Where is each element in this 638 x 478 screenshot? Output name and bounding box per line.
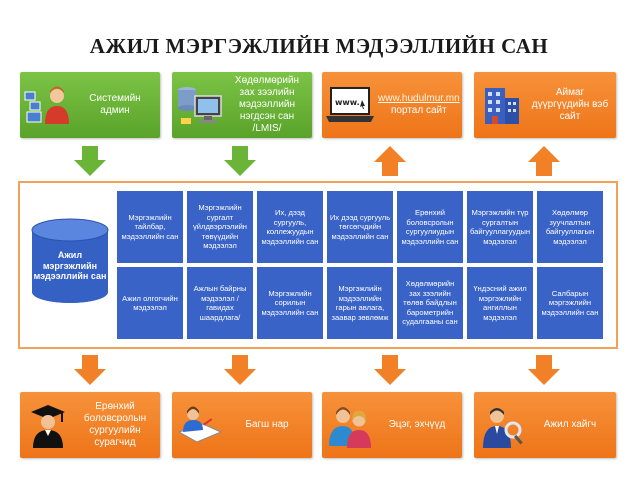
grid-cell: Ажлын байрны мэдээлэл /гавидах шаардлага… — [186, 266, 254, 340]
grid-cell: Мэргэжлийн сорилын мэдээллийн сан — [256, 266, 324, 340]
job-seekers-label: Ажил хайгч — [543, 419, 597, 430]
database-cylinder-icon — [31, 218, 109, 303]
district-websites-label: Аймаг дүүргүүдийн вэб сайт — [531, 87, 609, 122]
grid-cell: Мэргэжлийн тайлбар, мэдээллийн сан — [116, 190, 184, 264]
laptop-www-icon: www. — [322, 77, 378, 133]
grid-cell: Мэргэжлийн түр сургалтын байгууллагуудын… — [466, 190, 534, 264]
database-computer-icon — [172, 77, 228, 133]
portal-link[interactable]: www.hudulmur.mn — [378, 93, 460, 104]
svg-text:www.: www. — [335, 98, 360, 107]
district-websites-box: Аймаг дүүргүүдийн вэб сайт — [474, 72, 616, 138]
grid-cell: Мэргэжлийн сургалт үйлдвэрлэлийн төвүүди… — [186, 190, 254, 264]
admin-person-icon — [20, 77, 76, 133]
grid-cell: Үндэсний ажил мэргэжлийн ангиллын мэдээл… — [466, 266, 534, 340]
arrow-down-icon — [224, 355, 256, 385]
arrow-down-icon — [528, 355, 560, 385]
arrow-down-icon — [374, 355, 406, 385]
database-label: Ажил мэргэжлийн мэдээллийн сан — [33, 250, 107, 281]
grid-cell: Ажил олгогчийн мэдээлэл — [116, 266, 184, 340]
grid-cell: Хөдөлмөрийн зах зээлийн төлөв байдлын ба… — [396, 266, 464, 340]
portal-site-label: портал сайт — [391, 105, 447, 116]
page-title: АЖИЛ МЭРГЭЖЛИЙН МЭДЭЭЛЛИЙН САН — [89, 34, 549, 58]
teacher-writing-icon — [172, 397, 228, 453]
job-seekers-box: Ажил хайгч — [474, 392, 616, 458]
arrow-up-icon — [374, 146, 406, 176]
arrow-down-icon — [224, 146, 256, 176]
students-label: Ерөнхий боловсролын сургуулийн сурагчид — [83, 401, 147, 448]
lmis-label: Хөдөлмөрийн зах зээлийн мэдээллийн нэгдс… — [234, 75, 300, 134]
grid-cell: Их дээд сургууль төгсөгчдийн мэдээллийн … — [326, 190, 394, 264]
arrow-down-icon — [74, 146, 106, 176]
system-admin-box: Системийн админ — [20, 72, 160, 138]
grid-cell: Мэргэжлийн мэдээллийн гарын авлага, заав… — [326, 266, 394, 340]
grid-cell: Салбарын мэргэжлийн мэдээллийн сан — [536, 266, 604, 340]
building-icon — [474, 77, 530, 133]
teachers-box: Багш нар — [172, 392, 312, 458]
teachers-label: Багш нар — [245, 419, 289, 430]
arrow-up-icon — [528, 146, 560, 176]
grid-cell: Ерөнхий боловсролын сургуулиудын мэдээлл… — [396, 190, 464, 264]
lmis-box: Хөдөлмөрийн зах зээлийн мэдээллийн нэгдс… — [172, 72, 312, 138]
portal-site-box: www. www.hudulmur.mn портал сайт — [322, 72, 462, 138]
job-seeker-search-icon — [474, 397, 530, 453]
grid-cell: Хөдөлмөр зуучлалтын байгууллагын мэдээлэ… — [536, 190, 604, 264]
parents-box: Эцэг, эхчүүд — [322, 392, 462, 458]
grid-cell: Их, дээд сургууль, коллежуудын мэдээллий… — [256, 190, 324, 264]
graduate-icon — [20, 397, 76, 453]
system-admin-label: Системийн админ — [89, 93, 141, 116]
arrow-down-icon — [74, 355, 106, 385]
parents-icon — [322, 397, 378, 453]
students-box: Ерөнхий боловсролын сургуулийн сурагчид — [20, 392, 160, 458]
parents-label: Эцэг, эхчүүд — [388, 419, 446, 430]
